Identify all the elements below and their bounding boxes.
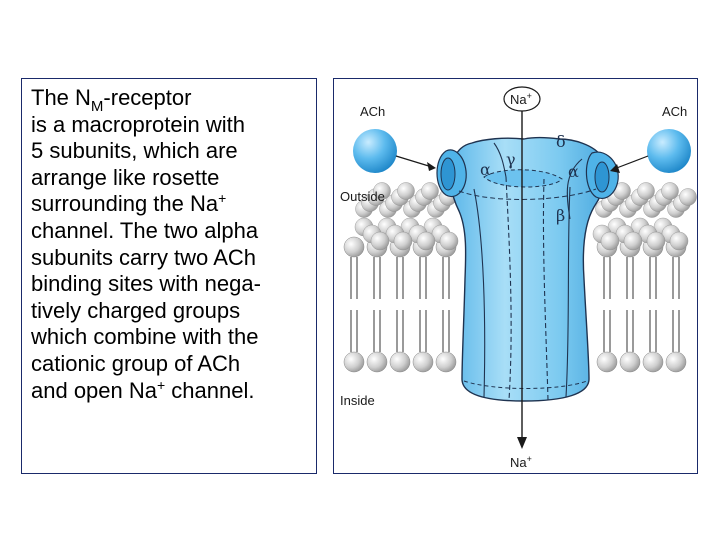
- lipid-head: [370, 231, 390, 251]
- lipid-head: [343, 236, 365, 258]
- receptor-diagram-svg: Na+ Na+ ACh ACh Outside Inside α γ δ α β: [340, 86, 697, 470]
- receptor-protein: [436, 136, 619, 402]
- lipid-head: [416, 231, 436, 251]
- subunit-boundary-2: [505, 176, 512, 401]
- lipid-head: [596, 351, 618, 373]
- subunit-boundary-3: [542, 178, 549, 401]
- lipid-head: [397, 182, 415, 200]
- description-text-part: channel.: [165, 377, 255, 403]
- description-line: is a macroprotein with: [31, 112, 315, 139]
- ach-left-arrow: [395, 155, 436, 171]
- inside-label: Inside: [340, 393, 375, 408]
- description-line: tively charged groups: [31, 298, 315, 325]
- lipid-head: [412, 351, 434, 373]
- lipid-bilayer-back: [355, 182, 697, 218]
- description-text-part: The N: [31, 85, 91, 110]
- description-text-part: cationic group of ACh: [31, 350, 241, 376]
- description-text-part: surrounding the Na: [31, 191, 219, 217]
- lipid-head: [661, 182, 679, 200]
- lipid-head: [679, 188, 697, 206]
- lipid-head: [389, 351, 411, 373]
- description-text-part: channel. The two alpha: [31, 217, 259, 243]
- ach-left-molecule: [353, 129, 397, 173]
- lipid-head: [646, 231, 666, 251]
- description-line: The NM-receptor: [31, 85, 315, 115]
- lipid-head: [366, 351, 388, 373]
- subunit-boundary-1: [473, 188, 486, 398]
- lipid-head: [373, 182, 391, 200]
- description-line: and open Na+ channel.: [31, 378, 315, 405]
- description-text-part: subunits carry two ACh: [31, 244, 256, 270]
- description-line: 5 subunits, which are: [31, 138, 315, 165]
- ach-right-molecule: [647, 129, 691, 173]
- description-text-part: tively charged groups: [31, 297, 241, 323]
- description-text-part: 5 subunits, which are: [31, 138, 238, 164]
- na-bottom-label: Na+: [510, 454, 532, 470]
- subscript: M: [90, 98, 104, 115]
- outside-label: Outside: [340, 189, 385, 204]
- subunit-gamma: γ: [506, 150, 516, 169]
- ach-right-arrow: [610, 155, 649, 173]
- description-text-part: binding sites with nega-: [31, 271, 261, 297]
- superscript: +: [218, 190, 227, 207]
- subunit-delta: δ: [556, 132, 566, 151]
- lipid-head: [637, 182, 655, 200]
- receptor-body: [449, 136, 607, 402]
- lipid-head: [343, 351, 365, 373]
- lipid-head: [435, 351, 457, 373]
- na-top-label: Na+: [510, 91, 532, 107]
- lipid-head: [439, 231, 459, 251]
- description-text-part: -receptor: [103, 85, 192, 110]
- receptor-bottom-rim: [463, 380, 588, 389]
- subunit-boundary-6: [493, 142, 507, 178]
- description-line: surrounding the Na+: [31, 191, 315, 218]
- description-text-part: which combine with the: [31, 324, 259, 350]
- alpha-left-binding-site: [440, 157, 456, 191]
- subunit-boundary-5: [566, 158, 583, 220]
- superscript: +: [157, 376, 166, 393]
- description-text-part: arrange like rosette: [31, 164, 220, 190]
- ion-flow-arrow: [517, 111, 527, 449]
- description-text-part: and open Na: [31, 377, 157, 403]
- lipid-head: [600, 231, 620, 251]
- lipid-head: [393, 231, 413, 251]
- lipid-head: [623, 231, 643, 251]
- channel-pore-top: [483, 169, 563, 188]
- subunit-alpha-right: α: [568, 162, 579, 181]
- description-line: arrange like rosette: [31, 165, 315, 192]
- description-line: which combine with the: [31, 324, 315, 351]
- na-top-oval: [503, 86, 541, 112]
- lipid-bilayer-front: [343, 217, 689, 373]
- description-line: channel. The two alpha: [31, 218, 315, 245]
- lipid-head: [619, 351, 641, 373]
- ach-right-label: ACh: [662, 104, 687, 119]
- description-line: subunits carry two ACh: [31, 245, 315, 272]
- lipid-head: [421, 182, 439, 200]
- description-line: binding sites with nega-: [31, 271, 315, 298]
- description-text-part: is a macroprotein with: [31, 111, 245, 137]
- alpha-right-binding-site: [594, 161, 610, 193]
- receptor-diagram: Na+ Na+ ACh ACh Outside Inside α γ δ α β: [333, 78, 698, 474]
- lipid-head: [665, 351, 687, 373]
- subunit-beta: β: [556, 206, 565, 225]
- description-line: cationic group of ACh: [31, 351, 315, 378]
- lipid-head: [642, 351, 664, 373]
- ach-left-label: ACh: [360, 104, 385, 119]
- lipid-head: [669, 231, 689, 251]
- subunit-alpha-left: α: [480, 160, 491, 179]
